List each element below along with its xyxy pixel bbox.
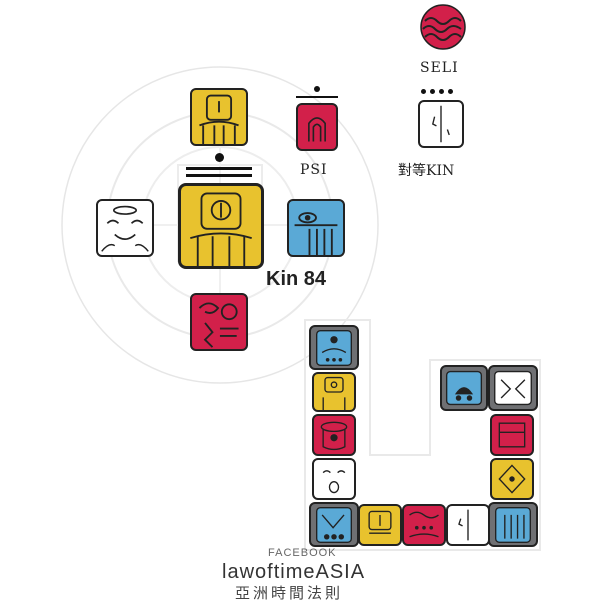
yellow-head-icon xyxy=(314,374,354,410)
equiv-tone-dots xyxy=(421,89,471,95)
white-wind-icon xyxy=(314,460,354,498)
white-mirror-icon xyxy=(420,102,462,146)
red-skywalker-icon xyxy=(492,416,532,454)
footer-facebook-label: FACEBOOK xyxy=(268,547,337,559)
wave-red-2 xyxy=(402,504,446,546)
wave-white-2 xyxy=(446,504,490,546)
blue-eye-icon xyxy=(289,201,343,255)
blue-night-icon xyxy=(311,504,357,545)
blue-monkey-icon xyxy=(442,367,486,409)
tone-bar-2 xyxy=(186,174,252,177)
blue-storm-icon xyxy=(311,327,357,368)
tone-bar-1 xyxy=(186,167,252,170)
yellow-star-icon xyxy=(492,460,532,498)
red-dragon-icon xyxy=(314,416,354,454)
red-serpent-icon xyxy=(192,295,246,349)
oracle-guide-glyph xyxy=(190,88,248,146)
equiv-glyph xyxy=(418,100,464,148)
white-mirror-small-icon xyxy=(448,506,488,544)
white-face-icon xyxy=(98,201,152,255)
central-kin-label: Kin 84 xyxy=(266,268,326,291)
yellow-seal-icon xyxy=(192,90,246,144)
seli-seal-icon xyxy=(419,3,467,51)
tone-dot xyxy=(215,153,224,162)
wave-white-1 xyxy=(312,458,356,500)
oracle-occult-glyph xyxy=(190,293,248,351)
oracle-analog-glyph xyxy=(287,199,345,257)
wave-gray-bottom-left xyxy=(309,502,359,547)
wave-yellow-3 xyxy=(490,458,534,500)
wave-red-3 xyxy=(490,414,534,456)
wave-gray-top-right-a xyxy=(440,365,488,411)
wave-gray-bottom-right xyxy=(488,502,538,547)
oracle-center-glyph xyxy=(178,183,264,269)
yellow-seed-icon xyxy=(360,506,400,544)
wave-gray-top-left xyxy=(309,325,359,370)
seli-label: SELI xyxy=(420,60,459,76)
white-wizard-icon xyxy=(490,367,536,409)
wave-yellow-2 xyxy=(358,504,402,546)
psi-tone-bar xyxy=(296,96,338,98)
blue-hand-icon xyxy=(490,504,536,545)
wave-yellow-1 xyxy=(312,372,356,412)
wave-gray-top-right-b xyxy=(488,365,538,411)
psi-tone-dot xyxy=(314,86,320,92)
psi-label: PSI xyxy=(300,162,328,178)
yellow-human-icon xyxy=(181,186,261,266)
red-earth-icon xyxy=(404,506,444,544)
footer-brand[interactable]: lawoftimeASIA xyxy=(222,561,365,584)
oracle-antipode-glyph xyxy=(96,199,154,257)
equivalent-kin-label: 對等KIN xyxy=(398,160,454,180)
wave-red-1 xyxy=(312,414,356,456)
red-moon-icon xyxy=(298,105,336,149)
psi-glyph xyxy=(296,103,338,151)
